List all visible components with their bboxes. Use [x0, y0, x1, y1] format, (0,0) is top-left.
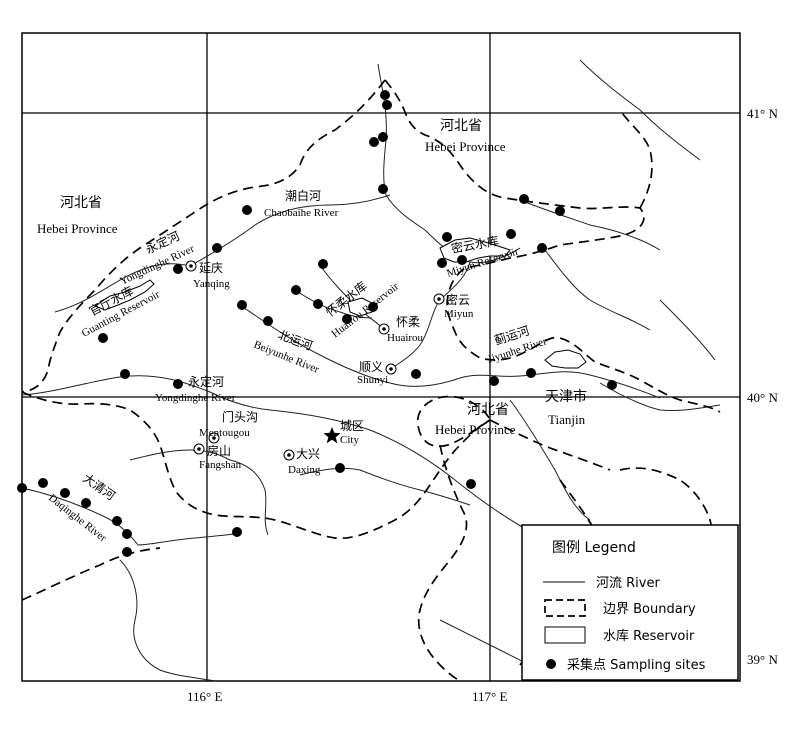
lon-label-117e: 117° E [472, 689, 507, 704]
region-label-en: Tianjin [548, 412, 586, 427]
town-marker-daxing [283, 449, 295, 461]
river-label-cn: 潮白河 [285, 188, 321, 203]
sampling-sites [17, 90, 617, 557]
capital-label-en: City [340, 434, 359, 446]
region-label-cn: 天津市 [545, 388, 587, 405]
capital-star-icon [323, 427, 341, 444]
administrative-boundaries [21, 79, 723, 682]
map-frame [21, 32, 741, 682]
legend-boundary-symbol [544, 599, 586, 617]
town-label-cn: 延庆 [199, 261, 223, 275]
town-label-cn: 房山 [207, 443, 231, 458]
town-label-en: Yanqing [193, 278, 230, 290]
region-label-cn: 河北省 [440, 118, 482, 134]
town-label-en: Daxing [288, 464, 321, 476]
capital-label-cn: 城区 [340, 419, 364, 433]
town-label-en: Shunyi [357, 374, 388, 386]
region-label-en: Hebei Province [435, 422, 516, 437]
river-label-en: Daqinghe River [46, 492, 109, 545]
town-marker-shunyi [385, 363, 397, 375]
legend: 图例 Legend 河流 River 边界 Boundary 水库 Reserv… [521, 524, 739, 681]
lat-label-41n: 41° N [747, 106, 778, 121]
huairou-reservoir-shape [347, 297, 375, 317]
legend-river-label: 河流 River [596, 576, 660, 591]
town-label-en: Miyun [444, 308, 474, 320]
region-label-en: Hebei Province [425, 139, 506, 154]
town-label-en: Huairou [387, 332, 424, 344]
region-label-en: Hebei Province [37, 221, 118, 236]
town-label-cn: 怀柔 [396, 315, 420, 329]
town-marker-huairou [378, 323, 390, 335]
legend-reservoir-symbol [544, 626, 586, 644]
legend-reservoir-label: 水库 Reservoir [603, 628, 695, 644]
town-marker-fangshan [193, 443, 205, 455]
town-label-cn: 门头沟 [222, 409, 258, 424]
town-marker-mentougou [208, 432, 220, 444]
lat-label-39n: 39° N [747, 652, 778, 667]
town-marker-miyun [433, 293, 445, 305]
town-label-en: Mentougou [199, 427, 250, 439]
lat-label-40n: 40° N [747, 390, 778, 405]
town-marker-yanqing [185, 260, 197, 272]
town-label-cn: 顺义 [359, 360, 383, 374]
guanting-reservoir-shape [93, 279, 155, 311]
legend-sites-label: 采集点 Sampling sites [567, 657, 706, 673]
region-label-cn: 河北省 [60, 195, 102, 211]
graticule [22, 33, 740, 681]
river-label-en: Yongdinghe River [155, 392, 236, 404]
town-label-en: Fangshan [199, 459, 242, 471]
legend-boundary-label: 边界 Boundary [603, 602, 696, 617]
region-label-cn: 河北省 [467, 402, 509, 418]
town-label-cn: 大兴 [296, 447, 320, 461]
reservoirs [93, 237, 587, 369]
miyun-reservoir-shape [439, 237, 511, 263]
river-network [21, 59, 721, 682]
river-label-cn: 永定河 [188, 374, 224, 389]
town-label-cn: 密云 [446, 292, 470, 307]
river-label-en: Chaobaihe River [264, 207, 339, 219]
town-markers [185, 260, 445, 461]
legend-sites-symbol [546, 659, 556, 669]
legend-title: 图例 Legend [552, 540, 636, 556]
jiyunhe-reservoir-shape [544, 349, 587, 369]
legend-box [521, 524, 739, 681]
lon-label-116e: 116° E [187, 689, 222, 704]
